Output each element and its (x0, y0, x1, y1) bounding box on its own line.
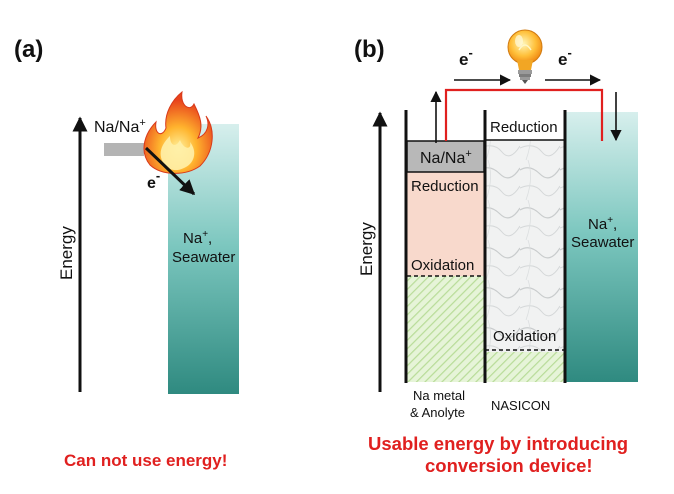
external-circuit-wire (444, 88, 604, 141)
na-na-box-label: Na/Na+ (420, 148, 472, 167)
anode-material-label-2: & Anolyte (410, 405, 465, 420)
anode-material-label-1: Na metal (413, 388, 465, 403)
panel-b-seawater-label-2: Seawater (571, 234, 634, 251)
nasicon-oxidation-label: Oxidation (493, 328, 556, 345)
anode-reduction-label: Reduction (411, 178, 479, 195)
anode-reduction-region (407, 172, 484, 276)
anode-oxidation-label: Oxidation (411, 257, 474, 274)
nasicon-oxidation-region (485, 352, 565, 382)
anode-oxidation-region (407, 276, 484, 382)
light-bulb-icon (507, 29, 543, 84)
nasicon-column (485, 140, 565, 352)
panel-a-label: (a) (14, 36, 43, 63)
panel-b-caption-1: Usable energy by introducing (368, 433, 628, 454)
panel-a-na-label: Na/Na+ (94, 117, 146, 136)
nasicon-reduction-label: Reduction (490, 119, 558, 136)
nasicon-reduction-region (485, 112, 565, 140)
panel-b-caption-2: conversion device! (425, 455, 593, 476)
panel-b-electron-label-2: e- (558, 45, 572, 69)
panel-b-seawater-column (566, 112, 638, 382)
panel-a-electron-label: e- (147, 168, 160, 192)
panel-a: (a) Energy Na+, Seawater Na/Na+ e- Can n… (14, 36, 239, 470)
flame-icon (143, 90, 213, 174)
panel-a-seawater-label-2: Seawater (172, 249, 235, 266)
panel-a-electron-arrow (144, 146, 196, 196)
panel-b: (b) Energy Na/Na+ Reduction Oxidation Re… (354, 29, 638, 476)
panel-b-label: (b) (354, 36, 385, 63)
nasicon-label: NASICON (491, 398, 550, 413)
panel-b-seawater-label-1: Na+, (588, 215, 617, 233)
panel-a-na-level (104, 143, 144, 156)
panel-b-electron-label-1: e- (459, 45, 473, 69)
panel-a-energy-label: Energy (57, 226, 76, 280)
panel-a-seawater-label-1: Na+, (183, 229, 212, 247)
panel-b-energy-label: Energy (357, 222, 376, 276)
panel-a-caption: Can not use energy! (64, 451, 227, 470)
